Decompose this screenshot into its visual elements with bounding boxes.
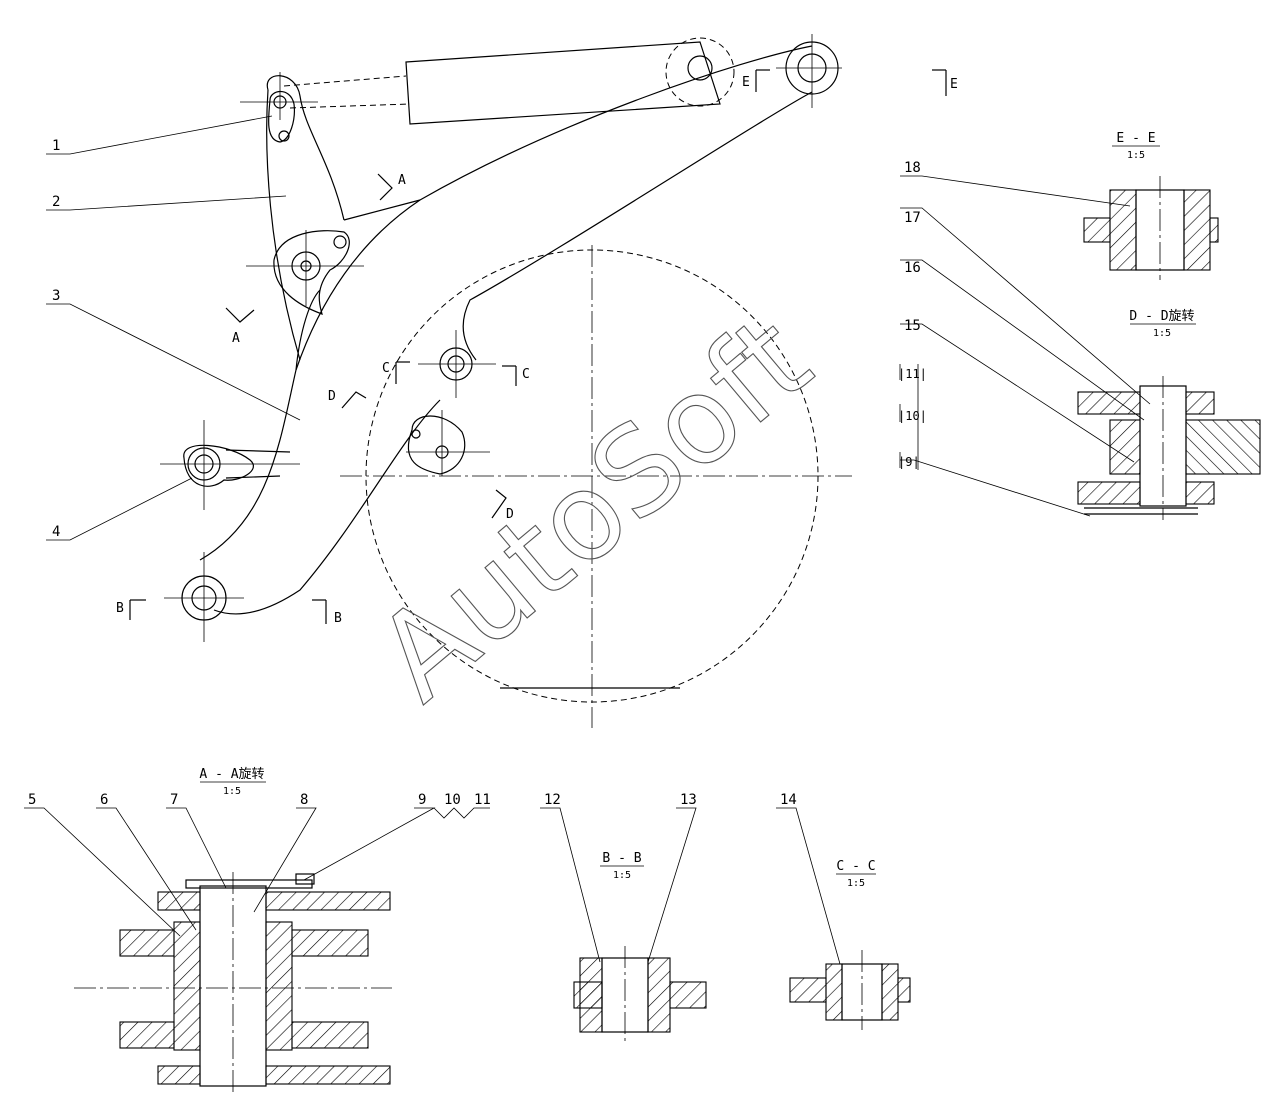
part-label-6: 6: [100, 792, 108, 808]
watermark-logo: AutoSoft: [352, 290, 836, 728]
part-label-3: 3: [52, 288, 60, 304]
marker-d-bottom: D: [506, 507, 514, 522]
marker-d-top: D: [328, 389, 336, 404]
main-leaders: [46, 115, 301, 541]
part-label-12: 12: [544, 792, 561, 808]
marker-e-left: E: [742, 75, 750, 90]
section-ee-scale: 1:5: [1127, 150, 1145, 161]
marker-b-right: B: [334, 611, 342, 626]
part-label-8: 8: [300, 792, 308, 808]
section-ee-view: E - E 1:5 18: [900, 131, 1219, 280]
middle-pivot-plate: [246, 230, 364, 315]
section-ee-title: E - E: [1116, 131, 1155, 146]
section-dd-scale: 1:5: [1153, 328, 1171, 339]
part-label-5: 5: [28, 792, 36, 808]
marker-c-left: C: [382, 361, 390, 376]
marker-e-right: E: [950, 77, 958, 92]
lower-pivot: [160, 420, 300, 510]
section-aa-scale: 1:5: [223, 786, 241, 797]
side-ref-11: |11|: [898, 367, 927, 381]
part-label-9: 9: [418, 792, 426, 808]
bucket-pivots: [406, 330, 496, 476]
section-aa-title: A - A旋转: [199, 767, 264, 782]
part-label-11: 11: [474, 792, 491, 808]
part-label-10: 10: [444, 792, 461, 808]
part-label-18: 18: [904, 160, 921, 176]
bottom-pivot: [164, 552, 244, 642]
side-ref-9: |9|: [898, 455, 920, 469]
main-assembly-view: A A B B C C D D E E 1 2: [46, 34, 958, 728]
part-label-17: 17: [904, 210, 921, 226]
part-label-14: 14: [780, 792, 797, 808]
section-markers: A A B B C C D D E E: [116, 69, 958, 626]
part-label-2: 2: [52, 194, 60, 210]
part-label-4: 4: [52, 524, 60, 540]
marker-b-left: B: [116, 601, 124, 616]
section-dd-title: D - D旋转: [1129, 309, 1194, 324]
section-cc-scale: 1:5: [847, 878, 865, 889]
section-bb-view: B - B 1:5 12 13: [540, 792, 707, 1044]
marker-c-right: C: [522, 367, 530, 382]
bucket-outline: [340, 245, 852, 728]
part-label-15: 15: [904, 318, 921, 334]
part-label-13: 13: [680, 792, 697, 808]
section-cc-view: C - C 1:5 14: [776, 792, 911, 1030]
boom-arm: [199, 34, 842, 615]
part-label-7: 7: [170, 792, 178, 808]
hydraulic-cylinder: [283, 37, 735, 125]
marker-a-bottom: A: [232, 331, 240, 346]
part-label-16: 16: [904, 260, 921, 276]
section-cc-title: C - C: [836, 859, 875, 874]
side-ref-10: |10|: [898, 409, 927, 423]
upper-link: [240, 72, 421, 361]
part-label-1: 1: [52, 138, 60, 154]
marker-a-top: A: [398, 173, 406, 188]
section-bb-scale: 1:5: [613, 870, 631, 881]
section-dd-view: D - D旋转 1:5 17 16 15 |11| |10| |9|: [898, 207, 1261, 520]
section-aa-view: A - A旋转 1:5 5 6 7 8 9 10 11: [24, 767, 491, 1096]
section-bb-title: B - B: [602, 851, 641, 866]
